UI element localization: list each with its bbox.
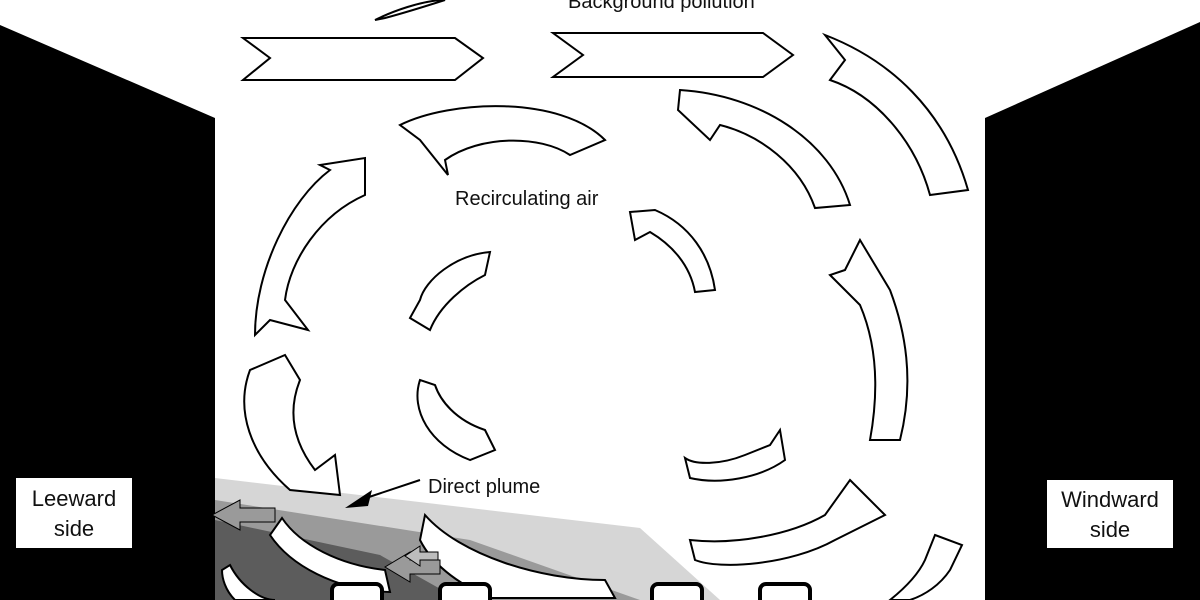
leeward-line-2: side <box>53 516 95 541</box>
leeward-side-label: Leeward side <box>14 476 134 550</box>
recirc-arrow-inner-lower-right <box>683 427 787 482</box>
leeward-building <box>0 25 215 600</box>
background-arrow-2 <box>549 32 795 78</box>
recirc-arrow-left-upper <box>253 156 366 338</box>
plume-flow-arrow-left <box>210 499 276 531</box>
windward-building <box>985 22 1200 600</box>
recirc-arrow-top-left <box>398 105 607 176</box>
recirc-arrow-inner-lower-left <box>416 378 497 462</box>
recirc-arrow-far-right <box>821 32 970 197</box>
recirc-arrow-right-mid <box>828 237 909 441</box>
recirc-arrow-left-mid <box>243 353 342 497</box>
recirc-arrow-corner-right <box>888 533 964 600</box>
windward-line-2: side <box>1089 517 1131 542</box>
windward-line-1: Windward <box>1061 487 1159 512</box>
car-3 <box>650 582 704 600</box>
car-4 <box>758 582 812 600</box>
leeward-line-1: Leeward <box>31 486 117 511</box>
recirc-arrow-inner-left <box>408 250 492 332</box>
recirc-arrow-plume-left <box>268 516 392 594</box>
windward-side-label: Windward side <box>1045 478 1175 550</box>
plume-flow-arrow-small <box>404 545 439 567</box>
background-pollution-label: Background pollution <box>568 0 755 13</box>
top-curved-arrow <box>374 0 446 21</box>
background-arrow-1 <box>239 37 485 81</box>
car-1 <box>330 582 384 600</box>
recirculating-air-label: Recirculating air <box>455 188 599 210</box>
recirc-arrow-bottom-right <box>688 478 887 566</box>
direct-plume-label: Direct plume <box>428 476 540 498</box>
car-2 <box>438 582 492 600</box>
recirc-arrow-inner-right <box>628 208 717 294</box>
direct-plume-pointer-head <box>345 490 372 508</box>
recirc-arrow-bottom-left <box>220 563 276 600</box>
recirc-arrow-top-right <box>676 88 852 210</box>
